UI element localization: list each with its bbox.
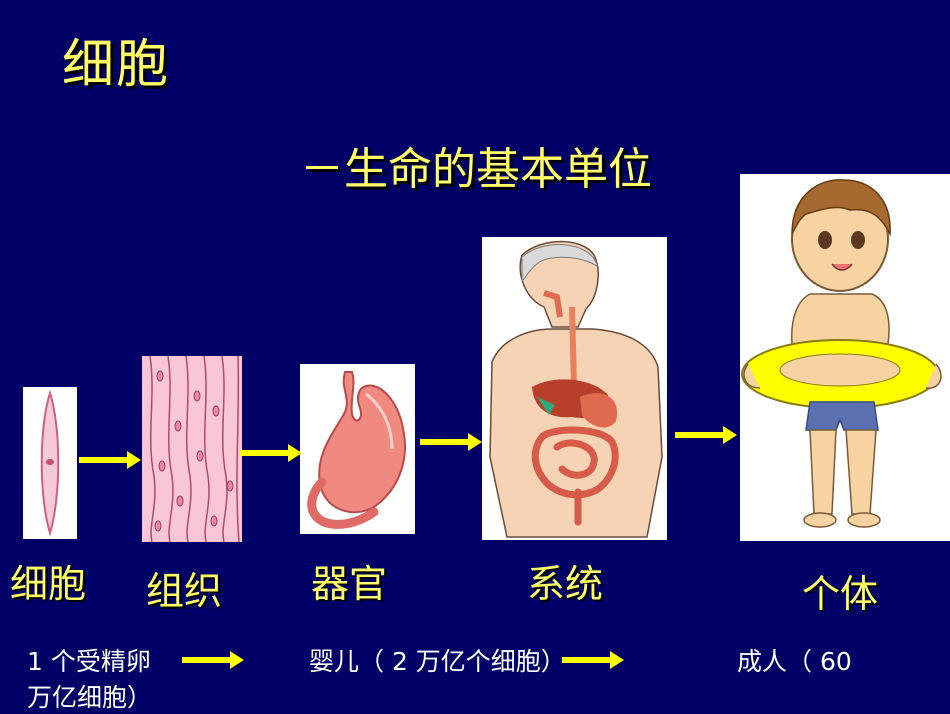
stage-label-system: 系统	[527, 562, 604, 606]
note-adult-line1: 成人（ 60	[737, 647, 852, 676]
note-infant: 婴儿（ 2 万亿个细胞）	[309, 647, 566, 676]
arrow-icon	[182, 650, 244, 670]
arrow-icon	[79, 450, 141, 470]
stage-label-tissue: 组织	[146, 569, 223, 613]
stage-label-individual: 个体	[802, 572, 879, 616]
note-fertilized-egg: 1 个受精卵	[27, 647, 151, 676]
page-title: 细胞	[62, 35, 171, 95]
note-adult-line2: 万亿细胞）	[27, 683, 153, 712]
arrow-icon	[240, 443, 302, 463]
arrow-icon	[562, 650, 624, 670]
cell-image	[23, 387, 77, 539]
stage-label-cell: 细胞	[10, 562, 87, 606]
stomach-image	[300, 364, 415, 534]
digestive-system-image	[482, 237, 667, 540]
tissue-image	[142, 356, 242, 542]
arrow-icon	[420, 432, 482, 452]
stage-label-organ: 器官	[311, 562, 388, 606]
child-image	[740, 174, 950, 541]
page-subtitle: －生命的基本单位	[300, 144, 652, 195]
arrow-icon	[675, 425, 737, 445]
